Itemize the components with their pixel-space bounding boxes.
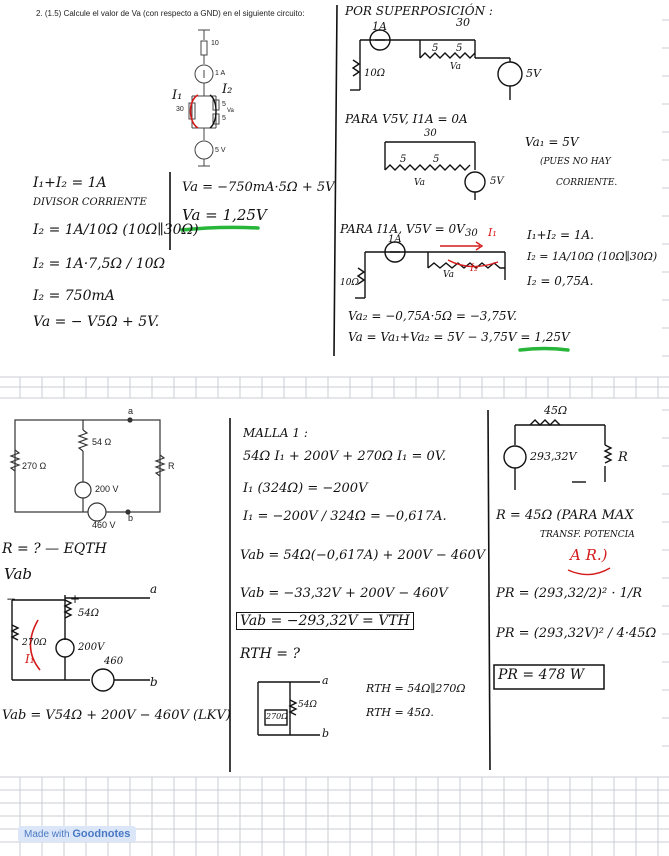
p2-mid-l10: RTH = 45Ω. [366,706,434,719]
p2-right-l6: PR = 478 W [498,667,585,683]
label-r5a: 5 [222,101,226,108]
label-i1: I₁ [172,88,183,103]
p2-label-b: b [128,513,134,523]
p1-left-l5: I₂ = 750mA [33,288,115,304]
p2-mid-l9: RTH = 54Ω∥270Ω [366,682,466,695]
c1-r5a-label: 5 [432,43,439,54]
c3-r10-label: 10Ω [340,278,359,288]
p2-c-plus: + [70,592,81,606]
p2-mid-c-a: a [322,674,329,687]
p2-right-c-r45: 45Ω [544,404,568,417]
p2-c-v200: 200V [78,642,105,653]
p2-c-a: a [150,582,158,596]
c2-r30-label: 30 [424,128,437,139]
c2-v-label: 5V [490,176,504,187]
p1-right-p1r2: (PUES NO HAY [540,157,611,167]
p2-mid-l3: I₁ (324Ω) = −200V [243,481,368,496]
p2-right-l2: TRANSF. POTENCIA [540,530,635,540]
p2-c-v460: 460 [104,656,124,667]
label-r10: 10 [211,40,219,47]
p2-mid-l6: Vab = −33,32V + 200V − 460V [240,586,448,601]
p1-left-l6: Va = − V5Ω + 5V. [33,314,160,330]
p2-label-a: a [128,406,134,416]
p2-mid-l8: RTH = ? [240,646,300,662]
p2-c-i1: I₁ [25,652,35,666]
p2-right-l3: A R.) [570,546,608,564]
p1-left-l1: I₁+I₂ = 1A [33,175,107,191]
label-i1a: 1 A [215,70,226,77]
p2-left-l2: Vab [4,565,33,583]
c1-va-label: Va [450,62,462,72]
p1-left-l3: I₂ = 1A/10Ω (10Ω∥30Ω) [33,222,199,238]
p2-label-v200: 200 V [95,484,119,494]
p2-c-b: b [150,675,158,689]
p2-mid-c-r270: 270Ω [266,712,288,721]
label-va: Va [227,108,234,114]
p2-right-l4: PR = (293,32/2)² · 1/R [496,586,643,601]
problem-statement: 2. (1.5) Calcule el valor de Va (con res… [36,9,305,18]
p2-label-r54: 54 Ω [92,437,112,447]
goodnotes-badge: Made with Goodnotes [18,826,137,842]
c1-r5b-label: 5 [456,43,463,54]
c2-r5b-label: 5 [433,154,440,165]
label-5v: 5 V [215,147,226,154]
p1-mid-l2: Va = 1,25V [182,206,267,224]
goodnotes-brand: Goodnotes [72,828,131,840]
p1-right-title: POR SUPERPOSICIÓN : [345,4,493,18]
c3-r30-label: 30 [465,228,478,239]
p2-label-r: R [168,461,175,471]
p2-mid-c-r54: 54Ω [298,700,317,710]
p2-c-minus: − [6,592,17,606]
p1-right-r2: Va = Va₁+Va₂ = 5V − 3,75V = 1,25V [348,330,570,344]
separator-grid [0,376,669,843]
p2-label-v460: 460 V [92,520,116,530]
p1-right-e3: I₂ = 0,75A. [527,274,594,288]
p2-left-l1: R = ? — EQTH [2,541,107,557]
p2-mid-l4: I₁ = −200V / 324Ω = −0,617A. [243,509,447,524]
c1-r10-label: 10Ω [364,68,386,79]
p2-c-r270: 270Ω [22,638,47,648]
p1-right-p1: PARA V5V, I1A = 0A [345,112,468,126]
p1-right-p2: PARA I1A, V5V = 0V [340,222,465,236]
made-with-text: Made with [24,829,70,840]
p2-mid-l7: Vab = −293,32V = VTH [236,612,414,630]
label-r30: 30 [176,106,184,113]
p2-label-r270: 270 Ω [22,461,47,471]
c2-va-label: Va [414,178,426,188]
p2-mid-c-b: b [322,727,330,740]
p1-right-e2: I₂ = 1A/10Ω (10Ω∥30Ω) [527,250,658,263]
c2-r5a-label: 5 [400,154,407,165]
p1-right-r1: Va₂ = −0,75A·5Ω = −3,75V. [348,309,517,323]
p1-mid-l1: Va = −750mA·5Ω + 5V [182,180,335,195]
label-r5b: 5 [222,115,226,122]
p2-mid-l1: MALLA 1 : [243,426,308,440]
p1-right-p1r3: CORRIENTE. [556,178,618,188]
p1-right-e1: I₁+I₂ = 1A. [527,228,594,242]
p1-right-p1r1: Va₁ = 5V [525,135,579,149]
label-i2: I₂ [222,82,233,97]
c3-va-label: Va [443,270,455,280]
c1-r30-label: 30 [456,16,470,29]
p2-right-c-v: 293,32V [530,450,577,463]
p2-left-l3: Vab = V54Ω + 200V − 460V (LKV) [2,708,231,723]
circuit-problem-2 [9,417,166,522]
p2-mid-l2: 54Ω I₁ + 200V + 270Ω I₁ = 0V. [243,449,447,464]
p2-right-l5: PR = (293,32V)² / 4·45Ω [496,626,657,641]
c3-i-label: 1A [388,234,402,245]
p2-right-l1: R = 45Ω (PARA MAX [496,508,634,523]
c1-i-label: 1A [372,20,387,33]
p1-left-l4: I₂ = 1A·7,5Ω / 10Ω [33,256,166,272]
c3-i1-label: I₁ [488,226,497,239]
p1-left-l2: DIVISOR CORRIENTE [33,197,147,208]
p2-c-r54: 54Ω [78,608,100,619]
c1-v-label: 5V [526,67,541,80]
p2-mid-l5: Vab = 54Ω(−0,617A) + 200V − 460V [240,548,486,563]
p2-right-c-r: R [618,450,628,465]
c3-i2-label: I₂ [470,263,478,274]
